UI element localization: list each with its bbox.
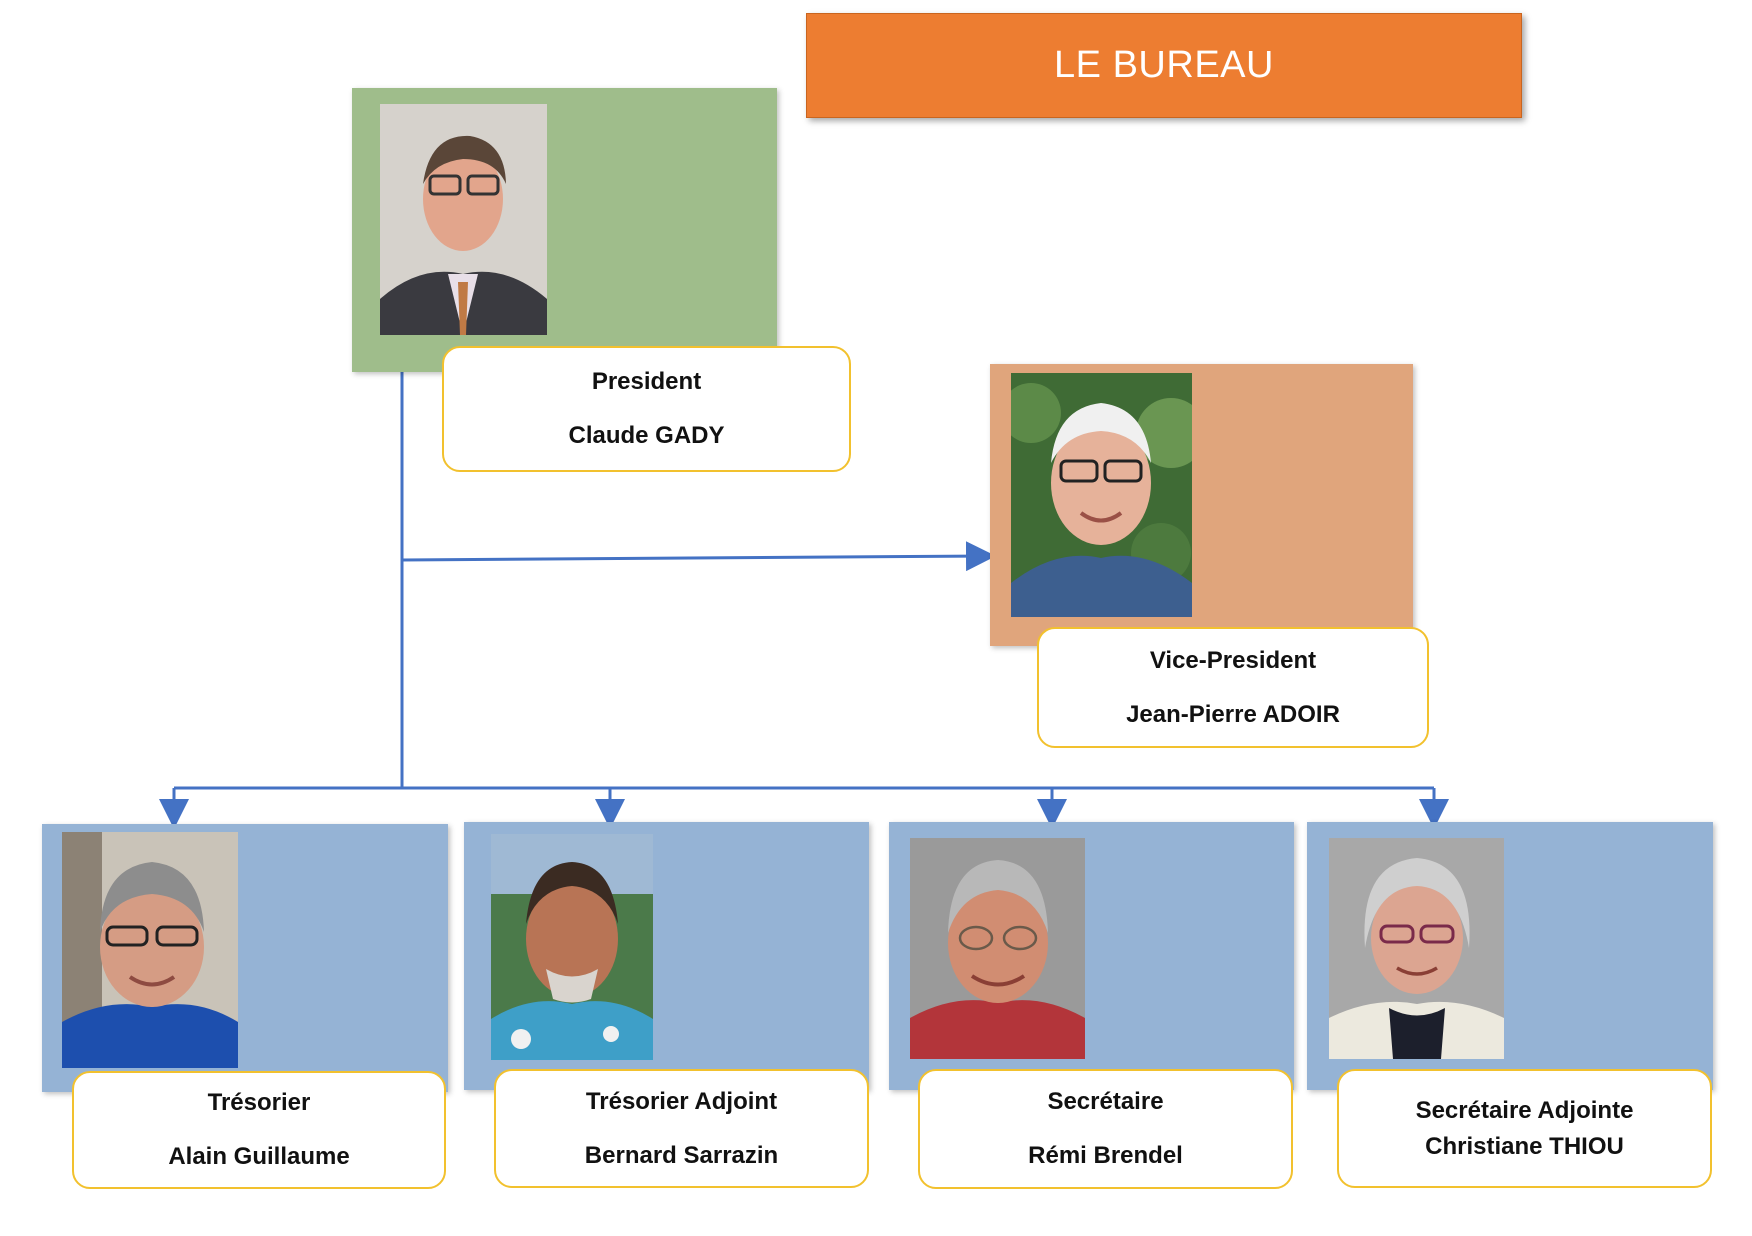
- tresorier-photo: [62, 832, 238, 1068]
- president-role: President: [591, 368, 702, 395]
- vice-president-photo: [1011, 373, 1192, 617]
- president-name: Claude GADY: [568, 422, 725, 449]
- tresorier-adjoint-name: Bernard Sarrazin: [584, 1141, 779, 1169]
- secretaire-adjointe-role: Secrétaire Adjointe: [1415, 1096, 1634, 1124]
- tresorier-name: Alain Guillaume: [168, 1143, 350, 1170]
- secretaire-adjointe-photo: [1329, 838, 1504, 1059]
- secretaire-adjointe-label: Secrétaire Adjointe Christiane THIOU: [1337, 1069, 1712, 1188]
- secretaire-adjointe-name: Christiane THIOU: [1425, 1132, 1624, 1160]
- secretaire-role: Secrétaire: [1047, 1088, 1164, 1115]
- vice-president-name: Jean-Pierre ADOIR: [1126, 700, 1340, 728]
- tresorier-adjoint-label: Trésorier Adjoint Bernard Sarrazin: [494, 1069, 869, 1188]
- tresorier-adjoint-role: Trésorier Adjoint: [585, 1087, 778, 1115]
- vice-president-role: Vice-President: [1149, 646, 1317, 674]
- vice-president-arrow: [401, 541, 996, 572]
- tresorier-label: Trésorier Alain Guillaume: [72, 1071, 446, 1189]
- secretaire-name: Rémi Brendel: [1028, 1142, 1183, 1169]
- tresorier-adjoint-photo: [491, 834, 653, 1060]
- page-title: LE BUREAU: [806, 13, 1522, 118]
- tresorier-role: Trésorier: [207, 1089, 311, 1116]
- secretaire-photo: [910, 838, 1085, 1059]
- president-label: President Claude GADY: [442, 346, 851, 472]
- vice-president-label: Vice-President Jean-Pierre ADOIR: [1037, 627, 1429, 748]
- secretaire-label: Secrétaire Rémi Brendel: [918, 1069, 1293, 1189]
- president-photo: [380, 104, 547, 335]
